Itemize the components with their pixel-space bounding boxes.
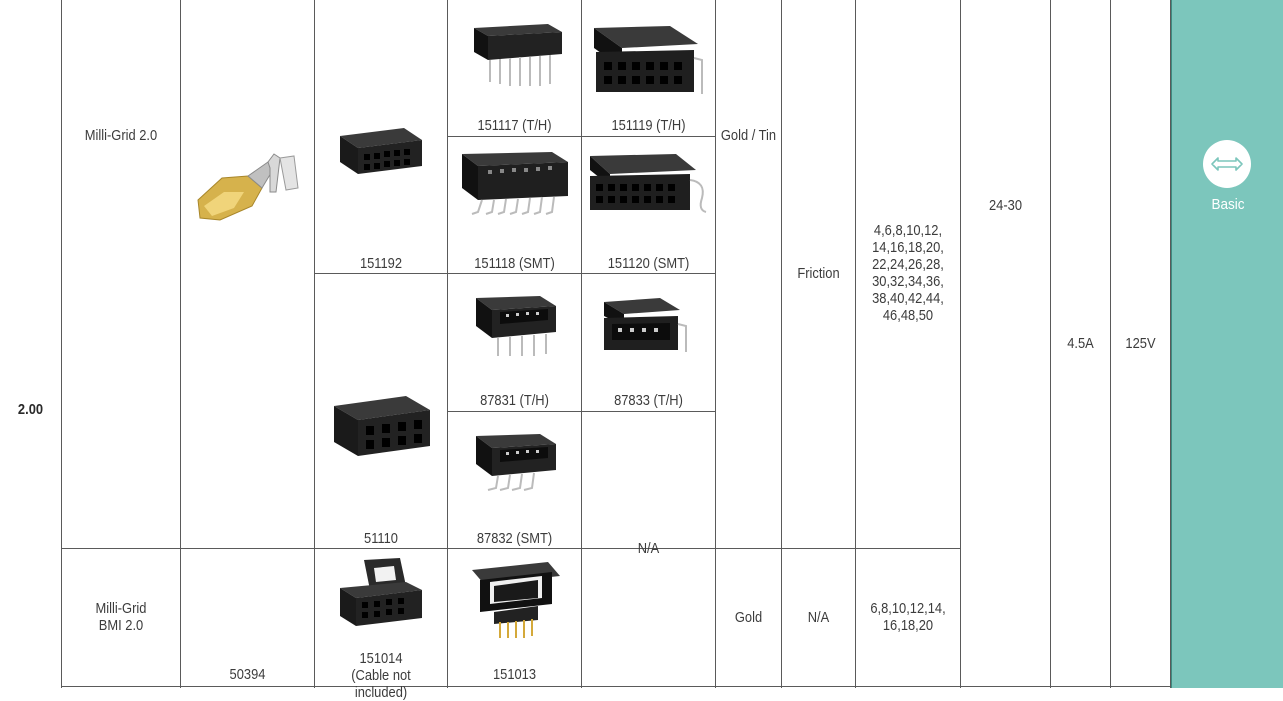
circuit-sizes: 4,6,8,10,12, 14,16,18,20, 22,24,26,28, 3…	[872, 222, 944, 324]
header-part-number: 87833 (T/H)	[614, 392, 683, 409]
grid-line	[715, 548, 960, 549]
not-applicable-text: N/A	[637, 540, 660, 557]
plating-value: Gold	[734, 609, 763, 626]
grid-line	[61, 548, 715, 549]
retention-value: N/A	[807, 609, 830, 626]
latched-receptacle-image	[340, 558, 422, 626]
series-name: Milli-Grid BMI 2.0	[95, 600, 147, 634]
header-part-number: 87831 (T/H)	[480, 392, 549, 409]
side-panel: Basic	[1171, 0, 1283, 688]
retention-value: Friction	[797, 265, 840, 282]
crimp-terminal-image	[197, 153, 299, 221]
receptacle-part-number: 151192	[359, 255, 403, 272]
grid-line	[447, 136, 715, 137]
grid-line	[581, 0, 582, 688]
plating-value: Gold / Tin	[720, 127, 777, 144]
grid-line	[855, 0, 856, 688]
grid-line	[314, 0, 315, 688]
grid-line	[1050, 0, 1051, 688]
receptacle-part-number: 151014 (Cable not included)	[351, 650, 411, 701]
grid-line	[447, 0, 448, 688]
horizontal-arrows-icon	[1211, 157, 1243, 171]
vertical-header-image	[474, 24, 562, 86]
header-part-number: 151118 (SMT)	[474, 255, 555, 272]
shrouded-header-image	[476, 296, 556, 356]
smt-right-angle-header-image	[590, 154, 707, 213]
terminal-part-number: 50394	[229, 666, 266, 683]
grid-line	[61, 0, 62, 688]
series-name: Milli-Grid 2.0	[84, 127, 158, 144]
smt-shrouded-header-image	[476, 434, 556, 491]
wire-gauge-value: 24-30	[988, 197, 1023, 214]
basic-label[interactable]: Basic	[1211, 196, 1245, 213]
current-rating-value: 4.5A	[1067, 335, 1094, 352]
receptacle-housing-image	[340, 128, 422, 174]
grid-line	[960, 0, 961, 688]
receptacle-housing-image	[334, 396, 430, 456]
bmi-header-image	[472, 562, 560, 638]
right-angle-header-image	[594, 26, 703, 94]
smt-vertical-header-image	[462, 152, 568, 215]
header-part-number: 151117 (T/H)	[477, 117, 552, 134]
pitch-value: 2.00	[17, 401, 44, 418]
voltage-rating-value: 125V	[1125, 335, 1156, 352]
grid-line	[715, 0, 716, 688]
right-angle-shrouded-header-image	[604, 298, 687, 352]
header-part-number: 87832 (SMT)	[476, 530, 553, 547]
header-part-number: 151120 (SMT)	[607, 255, 690, 272]
grid-line	[781, 0, 782, 688]
grid-line	[1110, 0, 1111, 688]
header-part-number: 151119 (T/H)	[611, 117, 686, 134]
grid-line	[1170, 0, 1171, 688]
grid-line	[447, 411, 715, 412]
circuit-sizes: 6,8,10,12,14, 16,18,20	[870, 600, 946, 634]
header-part-number: 151013	[492, 666, 537, 683]
grid-line	[314, 273, 715, 274]
grid-line	[180, 0, 181, 688]
grid-line	[61, 686, 1171, 687]
receptacle-part-number: 51110	[364, 530, 398, 547]
expand-toggle-button[interactable]	[1203, 140, 1251, 188]
